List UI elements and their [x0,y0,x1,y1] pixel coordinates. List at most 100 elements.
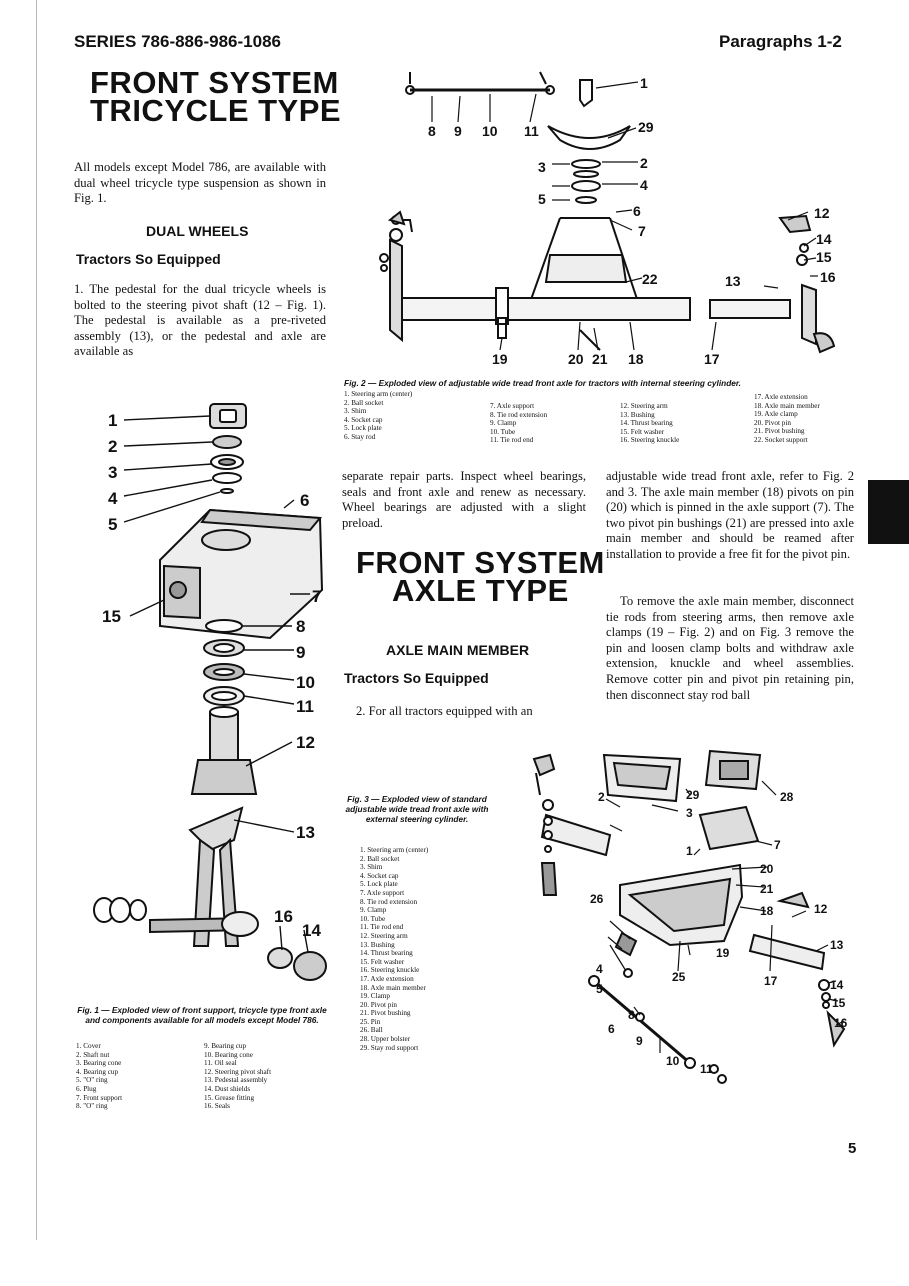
fig2-label: 4 [640,177,648,193]
edge-tab [868,480,909,544]
legend-item: 10. Tube [360,914,386,923]
legend-item: 21. Pivot bushing [360,1009,411,1018]
legend-item: 5. Lock plate [360,880,398,889]
fig3-label: 20 [760,862,774,876]
legend-item: 14. Dust shields [204,1084,251,1093]
legend-item: 4. Socket cap [360,871,399,880]
legend-item: 19. Clamp [360,992,390,1001]
legend-item: 2. Ball socket [344,398,384,407]
fig1-label: 1 [108,411,117,430]
fig2-label: 11 [524,123,539,139]
page-binding-line [36,0,37,1240]
fig2-label: 5 [538,191,546,207]
legend-item: 13. Pedestal assembly [204,1076,268,1085]
legend-item: 13. Bushing [620,410,655,419]
legend-item: 1. Steering arm (center) [360,846,429,854]
fig3-label: 1 [686,844,693,858]
fig2-label: 29 [638,119,654,135]
fig3-label: 13 [830,938,844,952]
section1-intro: All models except Model 786, are availab… [74,160,326,206]
legend-item: 21. Pivot bushing [754,427,805,436]
fig2-label: 6 [633,203,641,219]
fig3-label: 29 [686,788,700,802]
legend-item: 15. Grease fitting [204,1093,255,1102]
fig1-label: 4 [108,489,118,508]
legend-item: 14. Thrust bearing [620,419,673,428]
fig2-label: 3 [538,159,546,175]
fig3-label: 8 [628,1008,635,1022]
fig3-diagram: 1 2 3 4 5 6 7 8 9 10 11 12 13 14 15 16 1… [532,749,848,1084]
tractors-equipped-heading-2: Tractors So Equipped [344,670,489,686]
fig3-caption: Fig. 3 — Exploded view of standard adjus… [345,794,489,824]
fig1-label: 9 [296,643,305,662]
legend-item: 5. Lock plate [344,424,382,433]
fig3-label: 4 [596,962,603,976]
paragraphs-header: Paragraphs 1-2 [719,32,842,51]
fig3-legend: 1. Steering arm (center) 2. Ball socket … [360,846,428,1052]
legend-item: 4. Bearing cup [76,1067,119,1076]
fig1-label: 11 [296,697,314,716]
fig3-label: 7 [774,838,781,852]
section2-title-line1: FRONT SYSTEM [356,545,605,580]
fig1-label: 14 [302,921,321,940]
fig3-label: 14 [830,978,844,992]
fig3-label: 17 [764,974,778,988]
fig1-label: 3 [108,463,117,482]
fig3-label: 10 [666,1054,680,1068]
legend-item: 12. Steering arm [360,931,408,940]
legend-item: 20. Pivot pin [754,418,791,427]
fig2-label: 14 [816,231,832,247]
fig1-label: 13 [296,823,315,842]
fig1-label: 15 [102,607,121,626]
fig3-label: 9 [636,1034,643,1048]
fig1-legend-col1: 1. Cover 2. Shaft nut 3. Bearing cone 4.… [76,1042,122,1111]
legend-item: 1. Cover [76,1042,101,1050]
fig2-label: 10 [482,123,498,139]
legend-item: 6. Stay rod [344,432,376,441]
fig3-label: 16 [834,1016,848,1030]
fig1-label: 5 [108,515,117,534]
fig1-label: 2 [108,437,117,456]
fig3-label: 15 [832,996,846,1010]
fig1-label: 10 [296,673,315,692]
column3-text-1: adjustable wide tread front axle, refer … [606,469,854,561]
fig2-label: 7 [638,223,646,239]
fig3-label: 26 [590,892,604,906]
fig2-label: 20 [568,351,584,367]
fig2-label: 8 [428,123,436,139]
legend-item: 13. Bushing [360,940,395,949]
legend-item: 16. Steering knuckle [620,436,680,445]
fig2-diagram: 1 2 3 4 5 6 7 8 9 10 11 12 13 14 15 16 1… [379,71,836,367]
legend-item: 11. Oil seal [204,1059,237,1068]
fig3-label: 19 [716,946,730,960]
legend-item: 8. Tie rod extension [360,897,418,906]
fig2-label: 15 [816,249,832,265]
legend-item: 2. Shaft nut [76,1050,110,1059]
page-number: 5 [848,1140,857,1157]
fig3-label: 12 [814,902,828,916]
legend-item: 26. Ball [360,1026,383,1035]
legend-item: 6. Plug [76,1084,97,1093]
legend-item: 10. Tube [490,427,516,436]
fig3-label: 18 [760,904,774,918]
axle-main-member-heading: AXLE MAIN MEMBER [386,642,530,658]
legend-item: 2. Ball socket [360,854,400,863]
fig2-legend-col3: 12. Steering arm 13. Bushing 14. Thrust … [620,402,679,445]
fig3-label: 3 [686,806,693,820]
section1-title-line1: FRONT SYSTEM [90,65,339,100]
fig1-label: 16 [274,907,293,926]
fig3-label: 5 [596,982,603,996]
series-header: SERIES 786-886-986-1086 [74,32,281,51]
fig2-label: 18 [628,351,644,367]
legend-item: 16. Seals [204,1102,230,1111]
fig2-label: 1 [640,75,648,91]
fig1-label: 12 [296,733,315,752]
legend-item: 8. Tie rod extension [490,410,548,419]
paragraph-1: 1. The pedestal for the dual tricycle wh… [74,282,326,359]
fig2-legend-col4: 17. Axle extension 18. Axle main member … [754,393,820,445]
fig1-label: 6 [300,491,309,510]
legend-item: 15. Felt washer [360,957,405,966]
dual-wheels-heading: DUAL WHEELS [146,223,249,239]
fig2-label: 17 [704,351,720,367]
fig2-label: 2 [640,155,648,171]
